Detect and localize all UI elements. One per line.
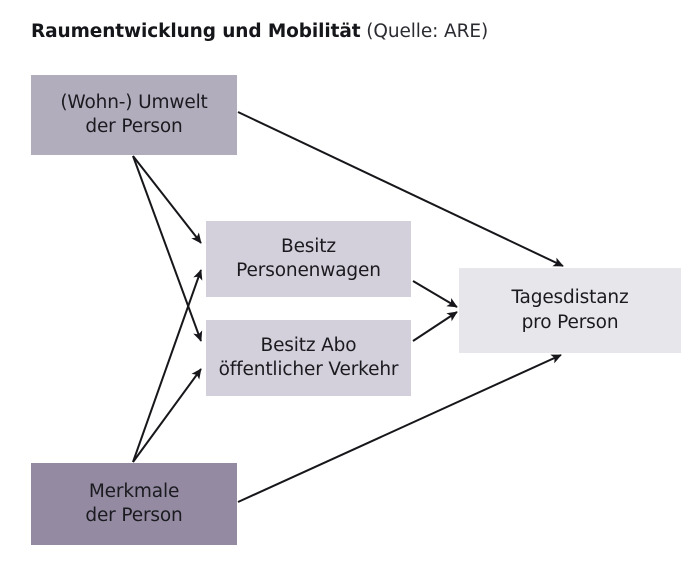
node-tagesdistanz-pro-person[interactable]: Tagesdistanz pro Person [459, 268, 681, 353]
title-source-text: (Quelle: ARE) [360, 21, 489, 42]
edge-merkmale-to-abo [132, 368, 202, 463]
edge-abo-to-tagesdistanz [412, 311, 458, 342]
node-merkmale-der-person[interactable]: Merkmale der Person [31, 463, 237, 545]
diagram-title: Raumentwicklung und Mobilität (Quelle: A… [31, 21, 488, 42]
node-label-line1: Tagesdistanz [511, 287, 629, 309]
node-label-line2: Personenwagen [236, 260, 381, 281]
node-label-line2: pro Person [521, 311, 619, 333]
node-label-line2: öffentlicher Verkehr [218, 359, 399, 380]
title-main-text: Raumentwicklung und Mobilität [31, 21, 361, 42]
node-besitz-abo-oeffentlicher-verkehr[interactable]: Besitz Abo öffentlicher Verkehr [206, 320, 411, 396]
node-wohnumwelt-der-person[interactable]: (Wohn-) Umwelt der Person [31, 75, 237, 155]
node-besitz-personenwagen[interactable]: Besitz Personenwagen [206, 221, 411, 297]
edge-pkw-to-tagesdistanz [412, 280, 458, 308]
node-label-line2: der Person [85, 505, 183, 526]
edge-umwelt-to-pkw [132, 155, 202, 244]
node-label-line2: der Person [85, 116, 183, 137]
node-label-line1: Besitz [281, 235, 336, 257]
edge-merkmale-to-pkw [132, 269, 203, 463]
node-label-line1: Merkmale [88, 480, 180, 502]
node-label-line1: Besitz Abo [260, 334, 357, 356]
edge-umwelt-to-abo [132, 155, 203, 342]
node-label-line1: (Wohn-) Umwelt [60, 91, 208, 113]
